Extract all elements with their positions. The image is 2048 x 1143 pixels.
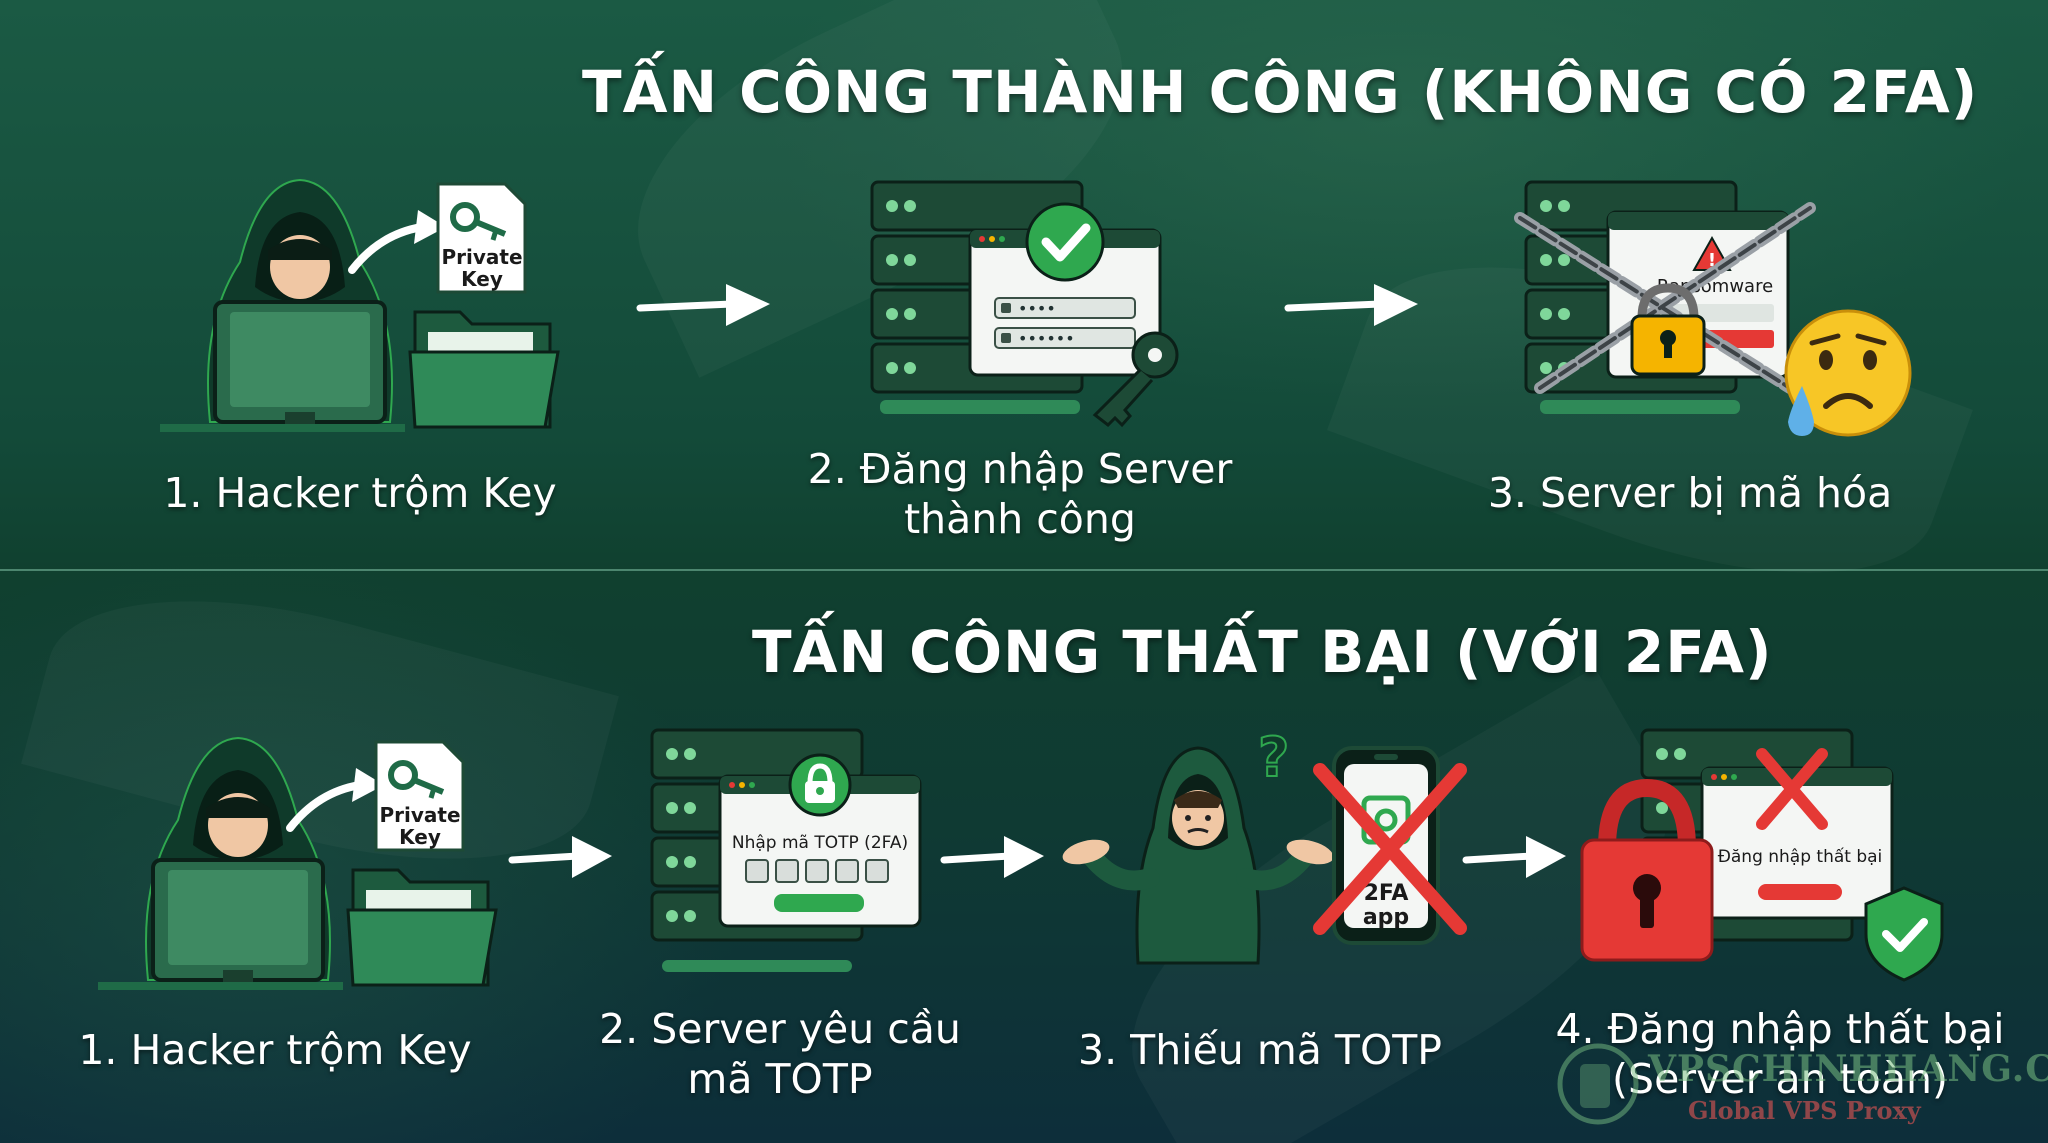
key-note-line2: Key: [399, 825, 441, 849]
server-totp-prompt-illustration: Nhập mã TOTP (2FA): [650, 728, 922, 972]
totp-prompt: Nhập mã TOTP (2FA): [732, 833, 908, 853]
hacker-illustration: Private Key: [160, 178, 560, 432]
password-mask-long: ••••••: [1018, 329, 1075, 348]
hacker-illustration: Private Key: [98, 736, 498, 990]
key-note-line2: Key: [461, 267, 503, 291]
watermark-name: VPSCHINHHANG.COM: [1648, 1048, 2048, 1090]
arrow-right-icon: [1284, 284, 1418, 326]
watermark-logo-icon: [1557, 1043, 1639, 1125]
step-label: 4. Đăng nhập thất bại(Server an toàn): [1555, 1005, 2005, 1103]
arrow-right-icon: [508, 836, 612, 878]
confused-hacker-illustration: ? 2FA app: [1062, 725, 1467, 965]
key-note-line1: Private: [441, 245, 522, 269]
svg-text:!: !: [1708, 250, 1716, 271]
server-login-success-illustration: •••• ••••••: [870, 180, 1179, 428]
arrow-right-icon: [1462, 836, 1566, 878]
question-mark: ?: [1258, 726, 1289, 789]
ransomware-server-illustration: ! Ransomware: [1514, 180, 1912, 437]
step-label: 1. Hacker trộm Key: [163, 469, 557, 517]
step-label: 1. Hacker trộm Key: [78, 1026, 472, 1074]
step-label: 3. Thiếu mã TOTP: [1078, 1026, 1442, 1074]
step-label: 3. Server bị mã hóa: [1487, 469, 1893, 517]
section-divider: [0, 569, 2048, 571]
watermark-tagline: Global VPS Proxy: [1688, 1096, 1921, 1125]
phone-app-line2: app: [1363, 905, 1409, 930]
section-title-failure: TẤN CÔNG THẤT BẠI (VỚI 2FA): [752, 618, 1773, 686]
arrow-right-icon: [940, 836, 1044, 878]
arrow-right-icon: [636, 284, 770, 326]
fail-text: Đăng nhập thất bại: [1718, 846, 1883, 867]
phone-app-line1: 2FA: [1364, 881, 1409, 906]
key-note-line1: Private: [379, 803, 460, 827]
login-failed-illustration: Đăng nhập thất bại: [1580, 728, 1944, 982]
password-mask: ••••: [1018, 299, 1056, 318]
section-title-success: TẤN CÔNG THÀNH CÔNG (KHÔNG CÓ 2FA): [582, 58, 1979, 126]
